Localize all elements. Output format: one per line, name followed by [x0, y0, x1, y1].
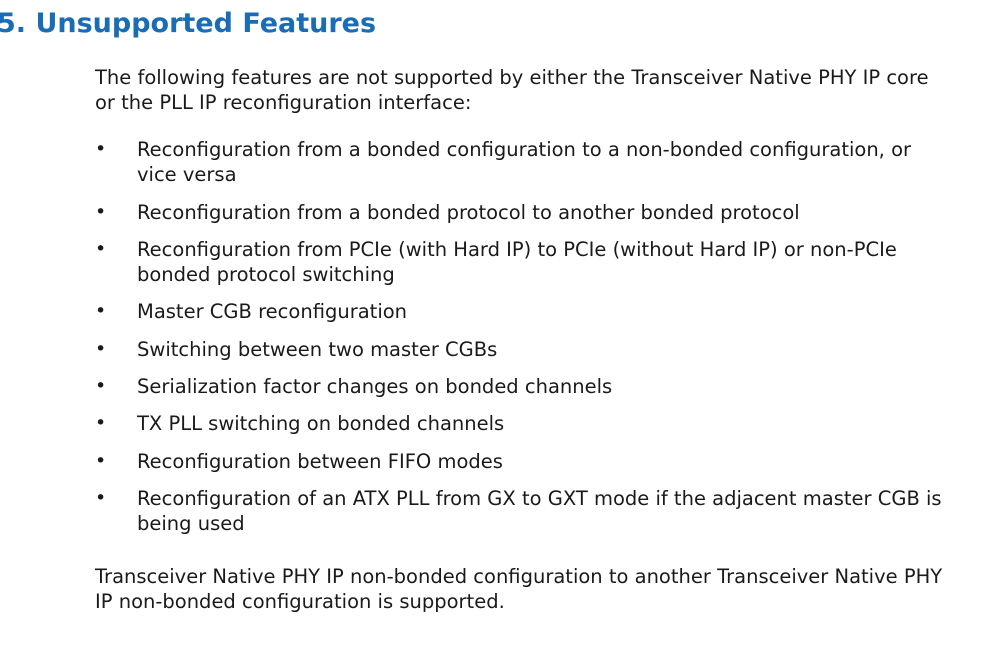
list-item-text: Reconfiguration from a bonded protocol t…	[137, 201, 800, 224]
list-item-text: Serialization factor changes on bonded c…	[137, 375, 613, 398]
bullet-icon: •	[95, 138, 107, 160]
intro-line: The following features are not supported…	[95, 66, 929, 89]
bullet-icon: •	[95, 300, 107, 322]
bullet-icon: •	[95, 450, 107, 472]
list-item-text: Master CGB reconfiguration	[137, 300, 408, 323]
list-item-text: Reconfiguration from PCIe (with Hard IP)…	[137, 238, 897, 261]
bullet-icon: •	[95, 238, 107, 260]
intro-line: or the PLL IP reconfiguration interface:	[95, 91, 472, 114]
list-item-text: vice versa	[137, 163, 237, 186]
list-item-text: Switching between two master CGBs	[137, 338, 498, 361]
list-item-text: being used	[137, 512, 245, 535]
closing-line: IP non-bonded configuration is supported…	[95, 590, 505, 613]
bullet-icon: •	[95, 412, 107, 434]
bullet-icon: •	[95, 487, 107, 509]
bullet-icon: •	[95, 375, 107, 397]
list-item-text: Reconfiguration of an ATX PLL from GX to…	[137, 487, 942, 510]
section-title: 5. Unsupported Features	[0, 8, 377, 39]
bullet-icon: •	[95, 201, 107, 223]
list-item-text: bonded protocol switching	[137, 263, 395, 286]
list-item-text: Reconfiguration from a bonded configurat…	[137, 138, 912, 161]
list-item-text: Reconfiguration between FIFO modes	[137, 450, 503, 473]
closing-line: Transceiver Native PHY IP non-bonded con…	[95, 565, 943, 588]
bullet-icon: •	[95, 338, 107, 360]
list-item-text: TX PLL switching on bonded channels	[137, 412, 505, 435]
